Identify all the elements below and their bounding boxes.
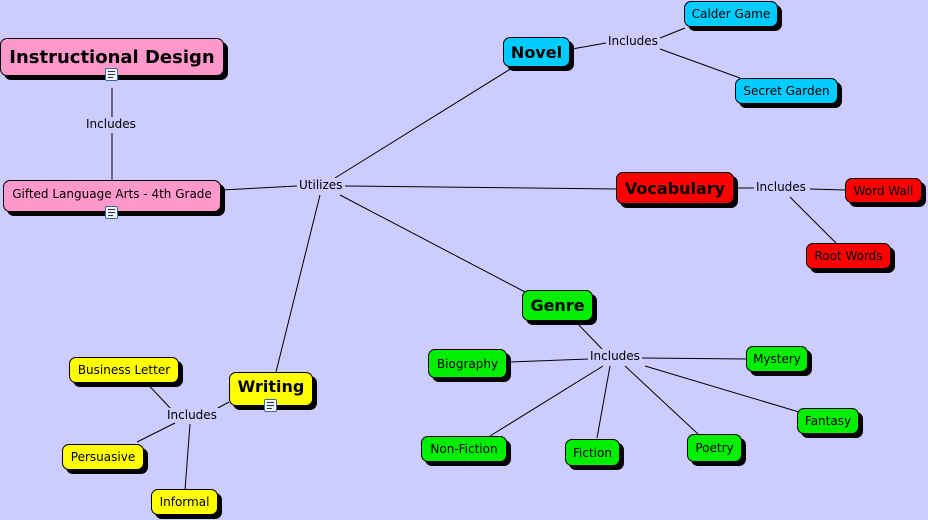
node-label: Secret Garden: [743, 84, 830, 98]
connector: [344, 185, 618, 190]
node-biography[interactable]: Biography: [428, 349, 507, 378]
connector: [221, 185, 298, 191]
node-label: Vocabulary: [624, 178, 726, 198]
connector: [275, 194, 321, 373]
node-calder-game[interactable]: Calder Game: [684, 1, 778, 27]
link-label-includes: Includes: [84, 117, 138, 131]
connector: [184, 423, 191, 491]
link-label-includes: Includes: [165, 408, 219, 422]
connector: [334, 67, 513, 179]
node-label: Word Wall: [853, 183, 914, 198]
connector: [789, 196, 837, 244]
document-icon[interactable]: [105, 206, 118, 219]
node-label: Mystery: [753, 352, 801, 366]
node-label: Persuasive: [70, 450, 136, 464]
connector: [136, 422, 176, 443]
connector: [809, 188, 846, 191]
connector: [644, 365, 800, 413]
node-secret-garden[interactable]: Secret Garden: [735, 78, 838, 104]
node-fantasy[interactable]: Fantasy: [797, 408, 859, 434]
node-label: Novel: [510, 42, 563, 62]
document-icon[interactable]: [105, 68, 118, 81]
node-genre[interactable]: Genre: [522, 290, 593, 321]
node-label: Gifted Language Arts - 4th Grade: [12, 187, 212, 201]
node-instructional-design[interactable]: Instructional Design: [0, 38, 224, 76]
connector: [596, 365, 611, 439]
connector: [489, 365, 604, 437]
connector: [624, 365, 699, 435]
node-fiction[interactable]: Fiction: [565, 439, 620, 466]
connector: [509, 358, 589, 363]
node-label: Fiction: [573, 445, 612, 460]
node-label: Poetry: [695, 441, 734, 455]
node-label: Instructional Design: [9, 46, 215, 68]
node-label: Writing: [237, 377, 305, 396]
link-label-includes: Includes: [754, 180, 808, 194]
node-non-fiction[interactable]: Non-Fiction: [421, 436, 507, 462]
node-label: Biography: [436, 356, 499, 371]
document-icon[interactable]: [264, 399, 277, 412]
connector: [575, 321, 604, 351]
node-label: Genre: [530, 296, 585, 315]
node-vocabulary[interactable]: Vocabulary: [616, 172, 734, 204]
node-label: Non-Fiction: [430, 442, 498, 456]
node-label: Calder Game: [691, 7, 771, 21]
node-label: Fantasy: [804, 414, 852, 428]
link-label-includes: Includes: [606, 34, 660, 48]
connector: [339, 194, 526, 293]
node-label: Root Words: [814, 249, 883, 263]
node-gifted-language-arts[interactable]: Gifted Language Arts - 4th Grade: [3, 180, 221, 212]
node-root-words[interactable]: Root Words: [806, 243, 891, 269]
node-label: Business Letter: [77, 363, 171, 377]
connector: [217, 401, 230, 409]
node-persuasive[interactable]: Persuasive: [62, 444, 144, 470]
link-label-includes: Includes: [588, 349, 642, 363]
node-business-letter[interactable]: Business Letter: [69, 357, 179, 383]
node-informal[interactable]: Informal: [151, 489, 218, 515]
connector: [571, 42, 607, 50]
connector: [659, 48, 741, 79]
node-novel[interactable]: Novel: [503, 37, 570, 67]
node-label: Informal: [159, 495, 210, 509]
connector: [641, 357, 748, 360]
node-poetry[interactable]: Poetry: [687, 434, 742, 462]
node-mystery[interactable]: Mystery: [746, 346, 808, 372]
node-word-wall[interactable]: Word Wall: [845, 178, 922, 203]
connector: [659, 27, 686, 39]
link-label-utilizes: Utilizes: [297, 178, 345, 192]
